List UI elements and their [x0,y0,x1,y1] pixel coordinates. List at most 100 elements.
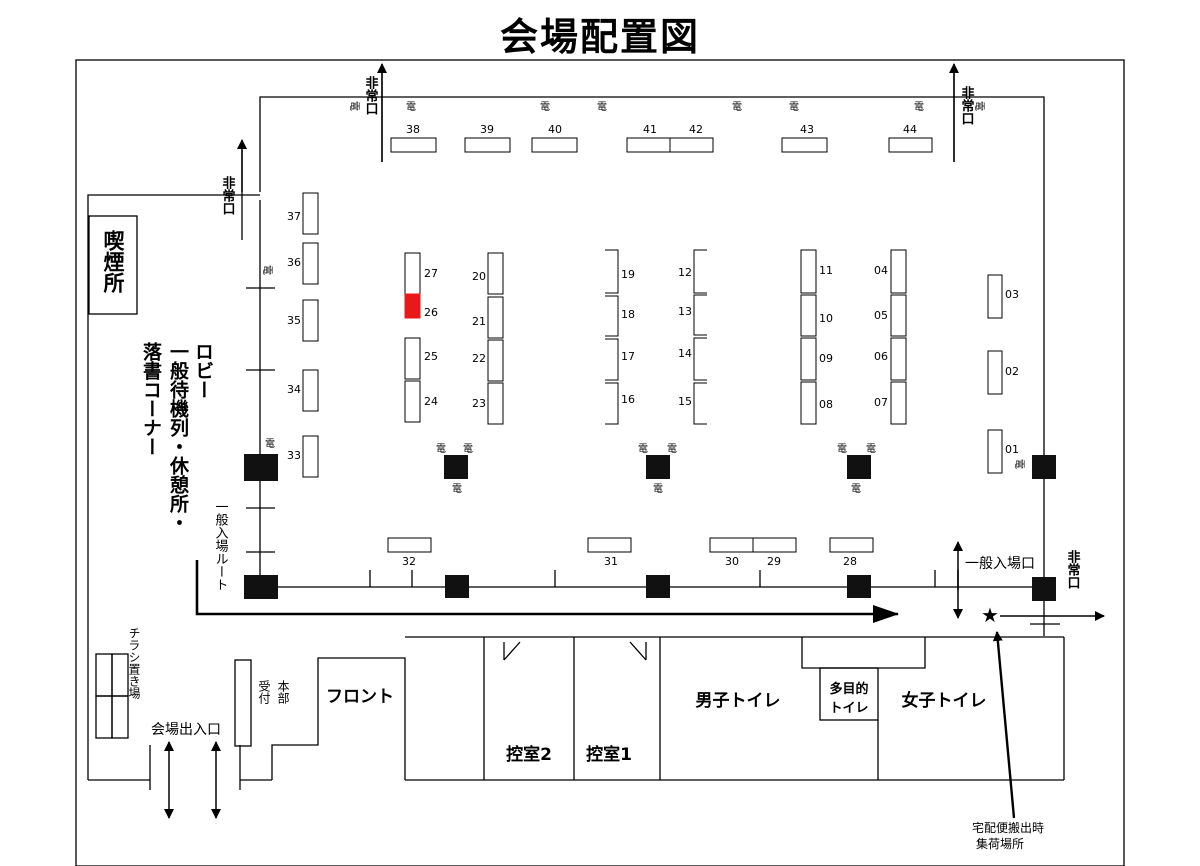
booth-35[interactable] [302,299,319,342]
booth-32[interactable] [387,537,432,553]
booth-21[interactable] [487,296,504,339]
booth-37[interactable] [302,192,319,235]
page-title: 会場配置図 [499,15,700,59]
delivery-pickup-label-line2: 集荷場所 [976,836,1024,851]
booth-label-05: 05 [874,309,888,322]
booth-label-30: 30 [725,555,739,568]
pillar [646,575,670,598]
booth-label-29: 29 [767,555,781,568]
outer-frame [75,59,1125,866]
booth-38[interactable] [390,137,437,153]
booth-03[interactable] [987,274,1003,319]
booth-label-02: 02 [1005,365,1019,378]
emergency-exit-label: 非常口 [1065,549,1081,589]
power-outlet-mark: 電 [261,265,273,275]
booth-label-15: 15 [678,395,692,408]
booth-01[interactable] [987,429,1003,474]
general-entrance-label: 一般入場口 [965,556,1035,572]
booth-label-44: 44 [903,123,917,136]
power-outlet-mark: 電 [732,101,742,113]
multipurpose-toilet-label-line1: 多目的 [829,681,868,697]
booth-24[interactable] [404,380,421,423]
booth-09[interactable] [800,337,817,381]
booth-14[interactable] [693,337,707,381]
booth-12[interactable] [693,249,707,294]
booth-33[interactable] [302,435,319,478]
power-outlet-mark: 電 [973,101,985,111]
booth-label-33: 33 [287,449,301,462]
booth-06[interactable] [890,337,907,381]
booth-label-07: 07 [874,396,888,409]
booth-29[interactable] [752,537,797,553]
booth-label-40: 40 [548,123,562,136]
booth-label-37: 37 [287,210,301,223]
booth-label-24: 24 [424,395,438,408]
power-outlet-mark: 電 [667,443,677,455]
booth-08[interactable] [800,381,817,425]
power-outlet-mark: 電 [436,443,446,455]
booth-36[interactable] [302,242,319,285]
booth-15[interactable] [693,382,707,425]
booth-19[interactable] [605,249,619,294]
booth-label-01: 01 [1005,443,1019,456]
reception-desk [234,659,252,747]
booth-23[interactable] [487,382,504,425]
booth-25[interactable] [404,337,421,380]
headquarters-label: 本部 [276,680,290,704]
power-outlet-mark: 電 [837,443,847,455]
booth-42[interactable] [669,137,714,153]
pillar [444,455,468,479]
booth-41[interactable] [626,137,671,153]
booth-26[interactable] [404,293,421,319]
hall-wall [259,96,1045,600]
booth-30[interactable] [709,537,754,553]
booth-label-39: 39 [480,123,494,136]
booth-16[interactable] [605,382,619,425]
booth-label-43: 43 [800,123,814,136]
booth-label-23: 23 [472,397,486,410]
power-outlet-mark: 電 [914,101,924,113]
booth-11[interactable] [800,249,817,294]
general-entry-route-arrow [195,560,899,623]
booth-label-08: 08 [819,398,833,411]
emergency-exit-label: 非常口 [220,175,236,215]
flyer-stand [95,653,113,697]
booth-label-34: 34 [287,383,301,396]
booth-40[interactable] [531,137,578,153]
booth-28[interactable] [829,537,874,553]
booth-34[interactable] [302,369,319,412]
general-entry-route-label: 一般入場ルート [213,500,229,591]
booth-44[interactable] [888,137,933,153]
booth-22[interactable] [487,339,504,382]
booth-17[interactable] [605,338,619,381]
booth-10[interactable] [800,294,817,337]
booth-39[interactable] [464,137,511,153]
booth-label-19: 19 [621,268,635,281]
booth-04[interactable] [890,249,907,294]
booth-02[interactable] [987,350,1003,395]
booth-31[interactable] [587,537,632,553]
booth-20[interactable] [487,252,504,295]
pillar [1032,455,1056,479]
booth-05[interactable] [890,294,907,337]
booth-label-18: 18 [621,308,635,321]
booth-label-26: 26 [424,306,438,319]
booth-27[interactable] [404,252,421,295]
graffiti-corner-label: 落書コーナー [140,341,162,456]
booth-43[interactable] [781,137,828,153]
booth-18[interactable] [605,295,619,337]
power-outlet-mark: 電 [789,101,799,113]
star-icon: ★ [981,603,999,627]
power-outlet-mark: 電 [463,443,473,455]
smoking-area-label: 喫煙所 [101,229,125,294]
emergency-exit-label: 非常口 [959,85,975,125]
booth-label-41: 41 [643,123,657,136]
pillar [1032,577,1056,601]
power-outlet-mark: 電 [540,101,550,113]
booth-label-06: 06 [874,350,888,363]
booth-label-36: 36 [287,256,301,269]
booth-07[interactable] [890,381,907,425]
delivery-arrow [992,631,1016,819]
booth-13[interactable] [693,294,707,336]
